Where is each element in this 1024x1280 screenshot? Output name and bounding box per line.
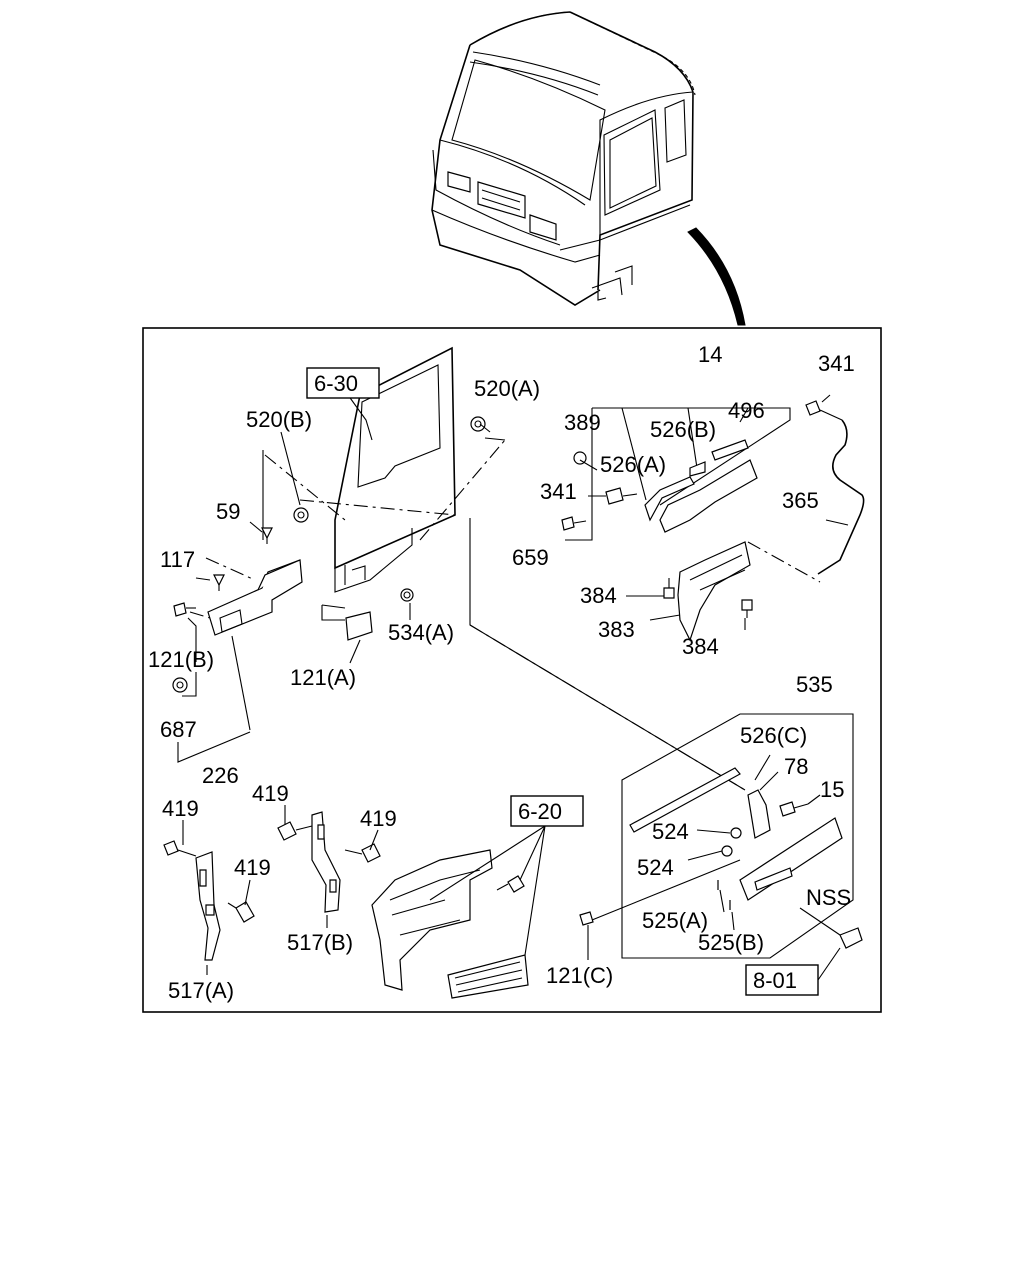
fasteners-left xyxy=(172,416,486,693)
label-419-a: 419 xyxy=(162,796,199,821)
label-383: 383 xyxy=(598,617,635,642)
label-365: 365 xyxy=(782,488,819,513)
label-526c: 526(C) xyxy=(740,723,807,748)
step-trim-box xyxy=(579,713,863,960)
label-526b: 526(B) xyxy=(650,417,716,442)
upper-trim-assembly xyxy=(561,407,791,541)
label-525b: 525(B) xyxy=(698,930,764,955)
label-117: 117 xyxy=(160,547,195,572)
label-15: 15 xyxy=(820,777,844,802)
truck-cab-illustration xyxy=(431,11,746,326)
label-384-left: 384 xyxy=(580,583,617,608)
leader-lines-left xyxy=(177,394,746,791)
label-419-b: 419 xyxy=(252,781,289,806)
label-384-bottom: 384 xyxy=(682,634,719,659)
ref-box-6-30 xyxy=(306,367,380,399)
label-535: 535 xyxy=(796,672,833,697)
ref-label-6-20: 6-20 xyxy=(518,799,562,824)
label-524-a: 524 xyxy=(652,819,689,844)
label-121b: 121(B) xyxy=(148,647,214,672)
label-121c: 121(C) xyxy=(546,963,613,988)
label-389: 389 xyxy=(564,410,601,435)
label-520a: 520(A) xyxy=(474,376,540,401)
label-659: 659 xyxy=(512,545,549,570)
label-520b: 520(B) xyxy=(246,407,312,432)
label-121a: 121(A) xyxy=(290,665,356,690)
label-525a: 525(A) xyxy=(642,908,708,933)
label-226: 226 xyxy=(202,763,239,788)
label-419-c: 419 xyxy=(360,806,397,831)
step-frame xyxy=(371,825,546,999)
label-517b: 517(B) xyxy=(287,930,353,955)
diagram-frame xyxy=(142,327,882,1013)
lower-brackets xyxy=(163,805,381,975)
label-534a: 534(A) xyxy=(388,620,454,645)
ref-box-6-20 xyxy=(510,795,584,827)
label-524-b: 524 xyxy=(637,855,674,880)
ref-label-8-01: 8-01 xyxy=(753,968,797,993)
label-341-top: 341 xyxy=(818,351,855,376)
label-14: 14 xyxy=(698,342,722,367)
label-517a: 517(A) xyxy=(168,978,234,1003)
door-outline xyxy=(264,346,506,593)
label-687: 687 xyxy=(160,717,197,742)
label-nss: NSS xyxy=(806,885,851,910)
label-59: 59 xyxy=(216,499,240,524)
hinge-bracket xyxy=(189,450,303,636)
label-526a: 526(A) xyxy=(600,452,666,477)
rod-assembly xyxy=(747,394,865,583)
label-496: 496 xyxy=(728,398,765,423)
label-419-d: 419 xyxy=(234,855,271,880)
label-78: 78 xyxy=(784,754,808,779)
label-341-mid: 341 xyxy=(540,479,577,504)
wheel-arch-panel xyxy=(626,541,753,642)
callout-labels: 6-30 6-20 8-01 14 341 520(A) 520(B) 389 … xyxy=(148,342,855,1003)
ref-label-6-30: 6-30 xyxy=(314,371,358,396)
